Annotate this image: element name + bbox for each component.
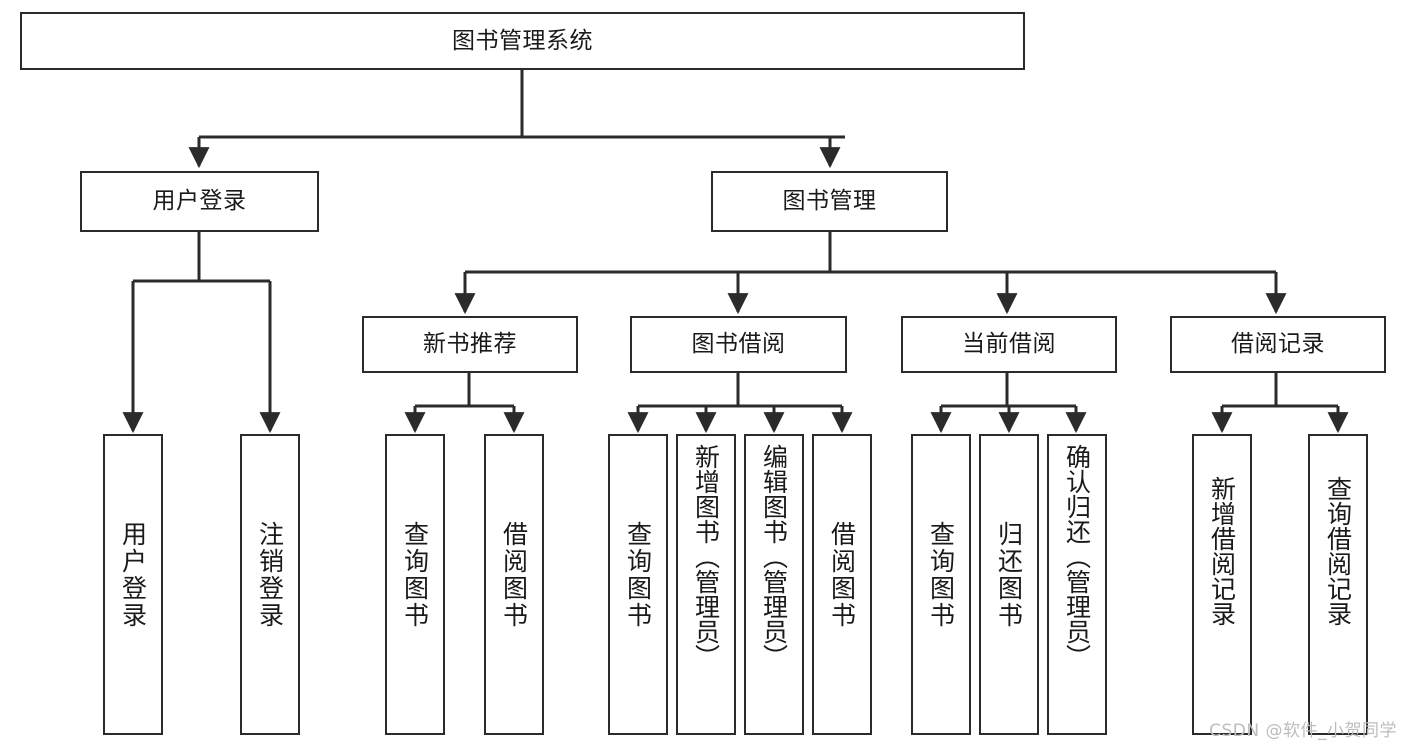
node-leaf-query-book-1-label: 查询图书 [400, 521, 430, 629]
node-new-book-recommend-label: 新书推荐 [423, 331, 517, 358]
node-new-book-recommend[interactable]: 新书推荐 [362, 316, 578, 373]
node-leaf-borrow-book-1-label: 借阅图书 [499, 521, 529, 629]
node-leaf-query-record[interactable]: 查询借阅记录 [1308, 434, 1368, 735]
node-leaf-user-login[interactable]: 用户登录 [103, 434, 163, 735]
node-leaf-confirm-return[interactable]: 确认归还（管理员） [1047, 434, 1107, 735]
node-user-login-label: 用户登录 [152, 188, 247, 215]
node-leaf-return-book-label: 归还图书 [994, 521, 1024, 629]
node-book-management[interactable]: 图书管理 [711, 171, 948, 232]
node-leaf-confirm-return-label: 确认归还（管理员） [1062, 444, 1092, 669]
node-leaf-edit-book[interactable]: 编辑图书（管理员） [744, 434, 804, 735]
node-current-borrow-label: 当前借阅 [962, 331, 1056, 358]
node-borrow-record-label: 借阅记录 [1231, 331, 1325, 358]
node-leaf-borrow-book-2[interactable]: 借阅图书 [812, 434, 872, 735]
node-leaf-user-logout[interactable]: 注销登录 [240, 434, 300, 735]
node-leaf-query-book-3[interactable]: 查询图书 [911, 434, 971, 735]
node-book-management-label: 图书管理 [782, 188, 877, 215]
node-leaf-query-book-3-label: 查询图书 [926, 521, 956, 629]
node-leaf-add-book-label: 新增图书（管理员） [691, 444, 721, 669]
node-leaf-query-book-2-label: 查询图书 [623, 521, 653, 629]
node-leaf-query-book-2[interactable]: 查询图书 [608, 434, 668, 735]
node-leaf-add-record[interactable]: 新增借阅记录 [1192, 434, 1252, 735]
node-leaf-query-book-1[interactable]: 查询图书 [385, 434, 445, 735]
node-root-label: 图书管理系统 [452, 27, 593, 54]
node-leaf-add-book[interactable]: 新增图书（管理员） [676, 434, 736, 735]
node-borrow-record[interactable]: 借阅记录 [1170, 316, 1386, 373]
node-leaf-return-book[interactable]: 归还图书 [979, 434, 1039, 735]
node-current-borrow[interactable]: 当前借阅 [901, 316, 1117, 373]
node-leaf-borrow-book-1[interactable]: 借阅图书 [484, 434, 544, 735]
node-book-borrow[interactable]: 图书借阅 [630, 316, 847, 373]
node-leaf-user-logout-label: 注销登录 [255, 521, 285, 629]
node-leaf-borrow-book-2-label: 借阅图书 [827, 521, 857, 629]
node-leaf-edit-book-label: 编辑图书（管理员） [759, 444, 789, 669]
node-leaf-add-record-label: 新增借阅记录 [1207, 476, 1237, 626]
node-book-borrow-label: 图书借阅 [691, 331, 786, 358]
node-root[interactable]: 图书管理系统 [20, 12, 1025, 70]
watermark-text: CSDN @软件_小贺同学 [1209, 721, 1397, 741]
node-user-login[interactable]: 用户登录 [80, 171, 319, 232]
node-leaf-query-record-label: 查询借阅记录 [1323, 476, 1353, 626]
node-leaf-user-login-label: 用户登录 [118, 521, 148, 629]
